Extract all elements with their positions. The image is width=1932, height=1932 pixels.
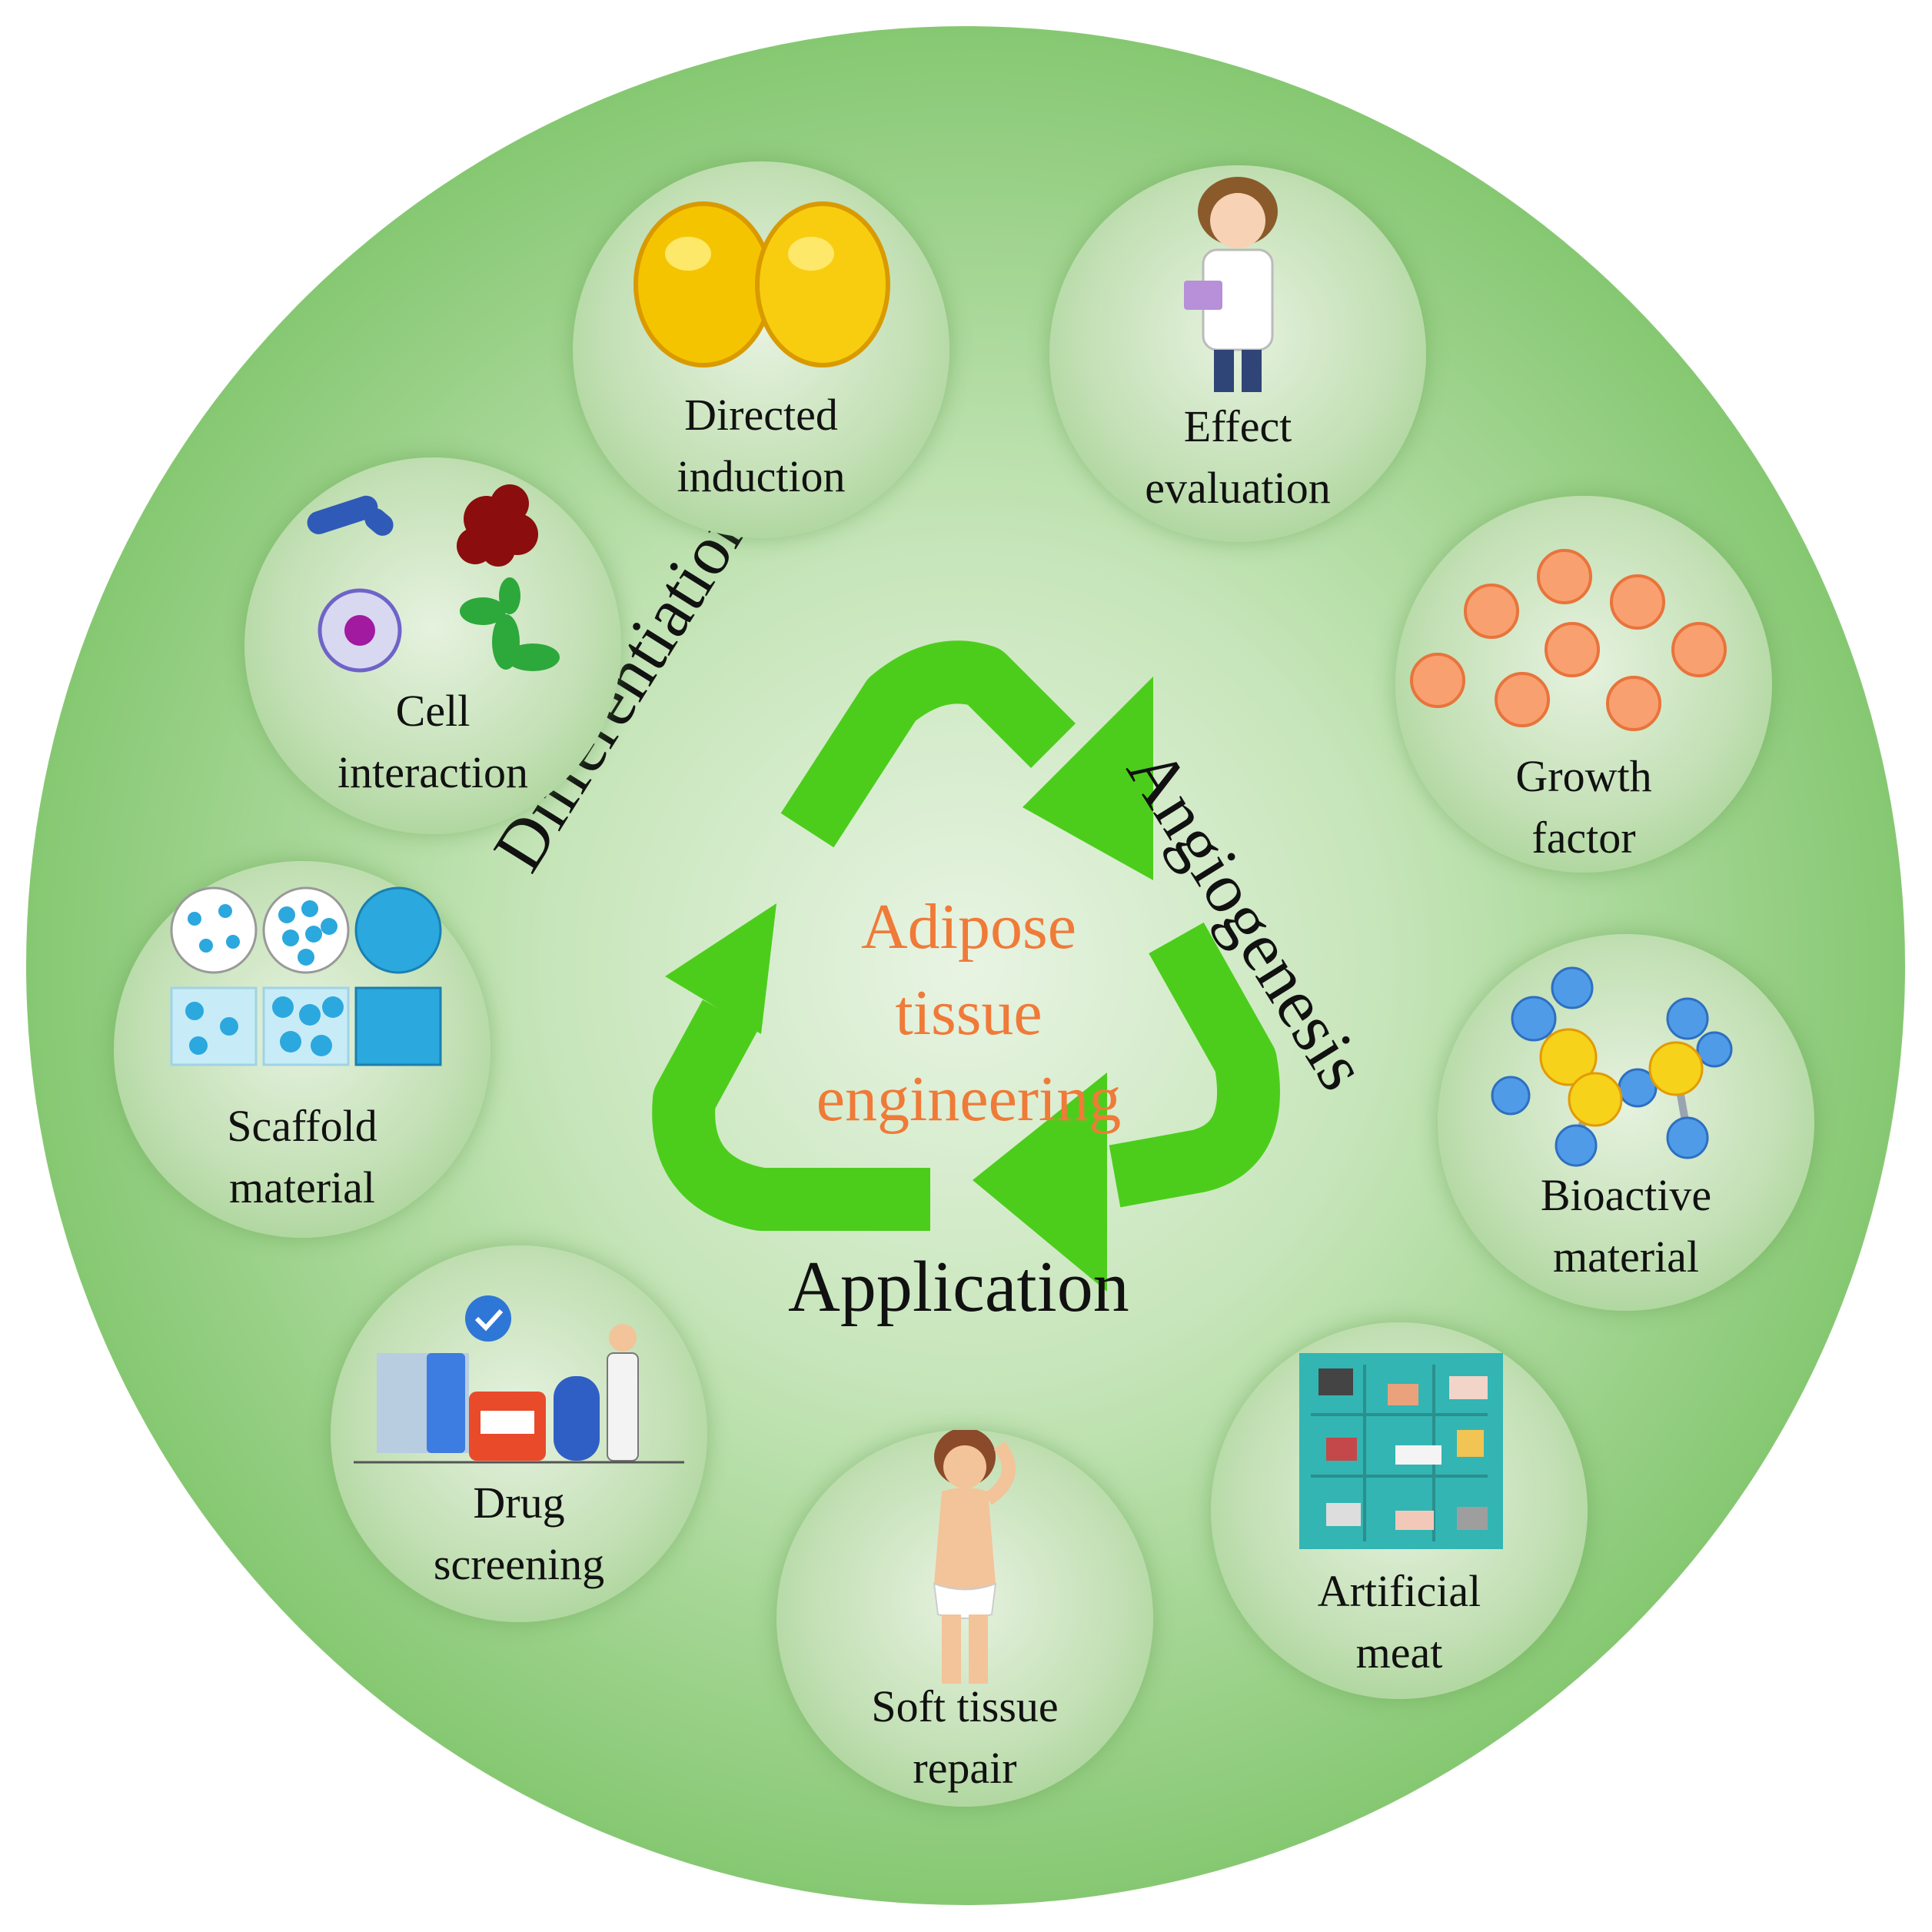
node-cell-interaction-line-1: Cell xyxy=(395,686,471,736)
arrow-left-head xyxy=(665,903,776,1034)
node-growth-factor-line-2: factor xyxy=(1531,813,1636,863)
pharmacy-icon xyxy=(354,1295,684,1464)
arrow-left xyxy=(652,999,930,1231)
node-bioactive-material-line-1: Bioactive xyxy=(1540,1170,1712,1220)
center-title-line-1: Adipose xyxy=(861,891,1076,963)
node-directed-induction: Directed induction xyxy=(573,161,949,538)
node-directed-induction-line-2: induction xyxy=(677,451,846,501)
arrow-right-head xyxy=(973,1072,1107,1292)
node-effect-evaluation: Effect evaluation xyxy=(1049,165,1426,542)
node-scaffold-material: Scaffold material xyxy=(114,861,490,1238)
cycle-label-application: Application xyxy=(788,1247,1129,1327)
center-title-line-3: engineering xyxy=(816,1063,1122,1135)
node-artificial-meat-line-2: meat xyxy=(1355,1628,1443,1678)
node-growth-factor: Growth factor xyxy=(1395,496,1772,873)
node-cell-interaction-line-2: interaction xyxy=(337,747,528,797)
scaffold-icon xyxy=(170,886,442,1066)
node-effect-evaluation-line-1: Effect xyxy=(1183,401,1292,451)
node-bioactive-material-line-2: material xyxy=(1552,1232,1699,1282)
node-artificial-meat-line-1: Artificial xyxy=(1317,1566,1481,1616)
cells-icon xyxy=(307,484,560,673)
meat-production-icon xyxy=(1299,1353,1503,1549)
node-directed-induction-line-1: Directed xyxy=(684,390,838,440)
center-title: Adipose tissue engineering xyxy=(677,884,1261,1142)
arrow-top xyxy=(780,640,1076,848)
node-effect-evaluation-line-2: evaluation xyxy=(1145,463,1331,513)
node-drug-screening-line-2: screening xyxy=(433,1539,605,1589)
arrow-top-head xyxy=(1023,677,1153,880)
scientist-icon xyxy=(1184,177,1278,392)
node-cell-interaction: Cell interaction xyxy=(244,457,621,834)
node-drug-screening: Drug screening xyxy=(331,1245,707,1622)
particles-icon xyxy=(1410,549,1727,731)
cycle-arrows xyxy=(652,640,1280,1292)
node-bioactive-material: Bioactive material xyxy=(1438,934,1814,1311)
center-title-line-2: tissue xyxy=(895,977,1042,1049)
node-artificial-meat: Artificial meat xyxy=(1211,1322,1588,1699)
node-soft-tissue-repair-line-1: Soft tissue xyxy=(871,1681,1059,1731)
node-soft-tissue-repair-line-2: repair xyxy=(913,1743,1017,1793)
node-drug-screening-line-1: Drug xyxy=(473,1478,565,1528)
node-growth-factor-line-1: Growth xyxy=(1515,751,1652,801)
woman-body-icon xyxy=(933,1430,1016,1684)
node-scaffold-material-line-2: material xyxy=(228,1162,375,1212)
node-soft-tissue-repair: Soft tissue repair xyxy=(776,1430,1153,1807)
fat-cells-icon xyxy=(633,201,890,367)
arrow-right xyxy=(1109,922,1280,1208)
node-scaffold-material-line-1: Scaffold xyxy=(227,1101,377,1151)
molecule-icon xyxy=(1491,966,1733,1167)
